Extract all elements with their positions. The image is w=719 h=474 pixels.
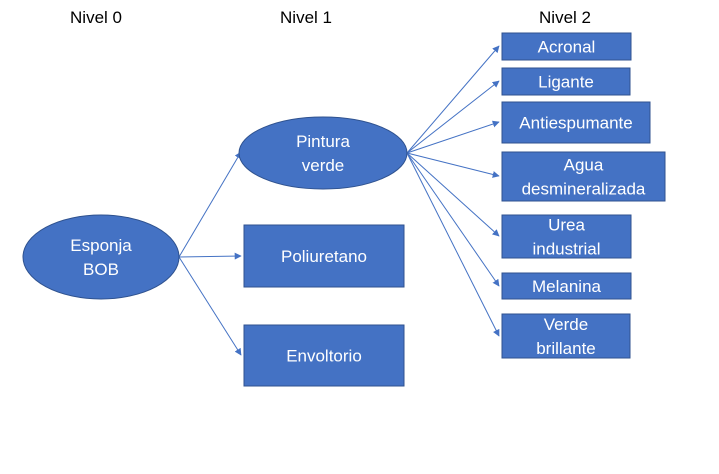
node-agua: Agua desmineralizada [501,151,666,202]
connector-pintura-verde [406,152,500,337]
node-label-line: Envoltorio [286,347,362,366]
node-label-line: Antiespumante [519,114,632,133]
node-verde: Verde brillante [501,313,631,359]
node-shape-urea [501,214,632,259]
node-label-line: Pintura [296,132,350,151]
level-label-1: Nivel 1 [280,8,332,27]
node-shape-pintura [238,116,408,190]
node-shape-ligante [501,67,631,96]
node-label-agua: Agua desmineralizada [522,156,646,199]
connector-esponja-pintura [178,151,242,258]
node-urea: Urea industrial [501,214,632,259]
connector-pintura-antiespumante [406,120,500,154]
node-poliuretano: Poliuretano [243,224,405,288]
node-shape-poliuretano [243,224,405,288]
node-label-acronal: Acronal [538,38,596,57]
connectors [178,45,500,356]
connector-pintura-acronal [406,45,500,154]
node-melanina: Melanina [501,272,632,300]
node-label-antiespumante: Antiespumante [519,114,632,133]
connector-pintura-agua [406,152,500,178]
node-label-verde: Verde brillante [536,315,596,358]
node-label-line: Melanina [532,277,602,296]
node-label-ligante: Ligante [538,73,594,92]
level-label-0: Nivel 0 [70,8,122,27]
node-shape-envoltorio [243,324,405,387]
node-envoltorio: Envoltorio [243,324,405,387]
node-acronal: Acronal [501,32,632,61]
node-shape-esponja [22,214,180,300]
connector-pintura-melanina [406,152,500,287]
node-label-line: Esponja [70,236,132,255]
level-label-2: Nivel 2 [539,8,591,27]
node-antiespumante: Antiespumante [501,101,651,144]
connector-pintura-ligante [406,80,500,154]
node-label-poliuretano: Poliuretano [281,247,367,266]
node-ligante: Ligante [501,67,631,96]
node-pintura: Pintura verde [238,116,408,190]
node-label-line: Agua [564,156,604,175]
node-label-line: Urea [548,216,585,235]
node-label-line: Ligante [538,73,594,92]
node-shape-melanina [501,272,632,300]
node-label-melanina: Melanina [532,277,602,296]
node-label-envoltorio: Envoltorio [286,347,362,366]
node-label-line: desmineralizada [522,180,646,199]
node-label-line: industrial [532,240,600,259]
node-shape-verde [501,313,631,359]
node-label-line: brillante [536,339,596,358]
level-labels: Nivel 0 Nivel 1 Nivel 2 [70,8,591,27]
node-label-line: Acronal [538,38,596,57]
connector-esponja-envoltorio [178,256,242,356]
node-label-line: Verde [544,315,588,334]
node-label-line: BOB [83,260,119,279]
node-label-urea: Urea industrial [532,216,600,259]
node-label-pintura: Pintura verde [296,132,350,175]
node-shape-agua [501,151,666,202]
connector-pintura-urea [406,152,500,237]
node-shape-acronal [501,32,632,61]
node-label-line: verde [302,156,345,175]
node-shape-antiespumante [501,101,651,144]
connector-esponja-poliuretano [178,252,242,260]
node-label-line: Poliuretano [281,247,367,266]
